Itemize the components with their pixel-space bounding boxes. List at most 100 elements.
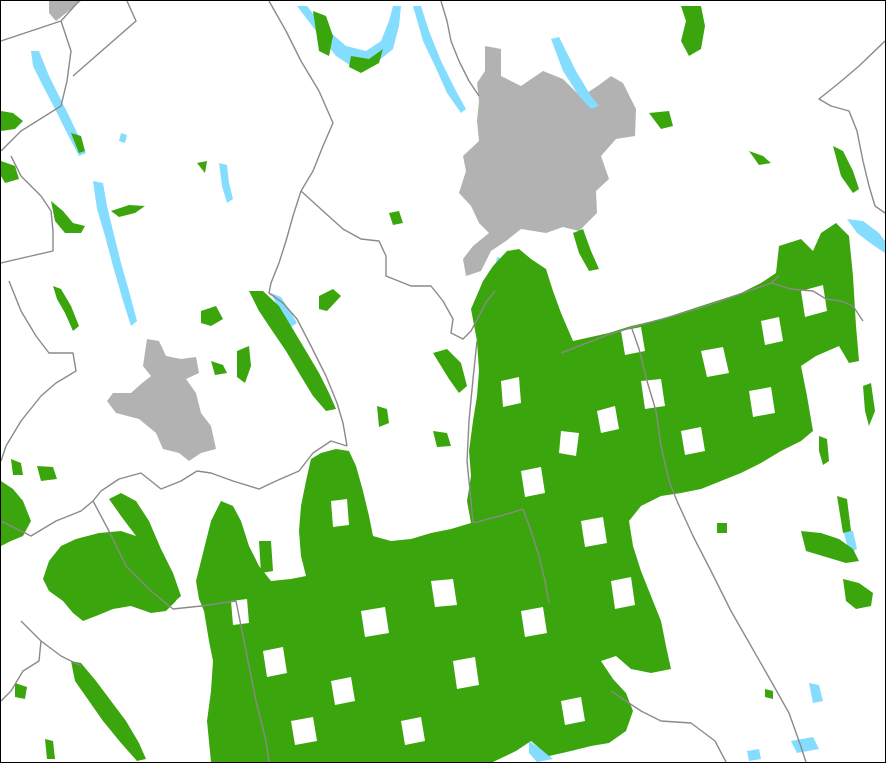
forest-north-4[interactable] (649, 111, 673, 129)
forest-central-strip[interactable] (249, 291, 336, 411)
forest-east-4[interactable] (863, 383, 875, 426)
boundary-nw-2[interactable] (1, 20, 72, 152)
clearing (431, 579, 457, 607)
pond-east-2[interactable] (843, 529, 857, 553)
forest-sw-small[interactable] (15, 683, 27, 699)
forest-west-edge[interactable] (1, 481, 31, 546)
forest-north-6[interactable] (573, 229, 599, 271)
stream-center[interactable] (271, 293, 297, 327)
forest-north-5[interactable] (749, 151, 771, 165)
forest-layer (1, 6, 875, 762)
clearing (263, 647, 287, 677)
forest-mid-6[interactable] (433, 431, 451, 447)
lake-west-2[interactable] (93, 181, 137, 326)
clearing (561, 697, 585, 725)
lake-west-1[interactable] (31, 51, 86, 156)
clearing (559, 431, 579, 456)
forest-mid-9[interactable] (389, 211, 403, 225)
forest-nw-3[interactable] (51, 201, 85, 233)
forest-north-1[interactable] (313, 11, 333, 56)
forest-nw-2[interactable] (1, 161, 19, 183)
forest-mid-10[interactable] (197, 161, 207, 173)
clearing (231, 599, 249, 625)
forest-mid-12[interactable] (259, 541, 273, 573)
forest-east-2[interactable] (843, 579, 873, 609)
forest-north-3[interactable] (681, 6, 705, 56)
forest-mid-1[interactable] (201, 306, 223, 326)
boundary-nw-3[interactable] (72, 1, 137, 77)
clearing (761, 317, 783, 345)
boundary-mid-east[interactable] (472, 508, 550, 604)
forest-mid-11[interactable] (11, 459, 23, 475)
forest-mid-5[interactable] (377, 406, 389, 427)
pond-south-1[interactable] (529, 741, 553, 762)
clearing (501, 377, 521, 407)
river-northeast-2[interactable] (413, 6, 466, 113)
clearing (749, 387, 775, 417)
clearing (453, 657, 479, 689)
clearing (521, 467, 545, 497)
forest-east-small-2[interactable] (765, 689, 773, 699)
lake-west-3[interactable] (219, 163, 233, 203)
boundary-south-mid[interactable] (92, 440, 348, 502)
clearing-layer (231, 285, 827, 745)
pond-east-3[interactable] (747, 749, 761, 761)
clearing (641, 379, 665, 409)
pond-southeast-2[interactable] (791, 737, 819, 753)
boundary-sw-3[interactable] (1, 620, 42, 702)
urban-area-town[interactable] (107, 339, 216, 461)
forest-sw-strip[interactable] (109, 493, 181, 603)
forest-nw-1[interactable] (1, 111, 23, 131)
forest-east-1[interactable] (801, 531, 859, 563)
boundary-west-1[interactable] (1, 155, 54, 264)
clearing (401, 717, 425, 745)
forest-nw-4[interactable] (111, 205, 145, 217)
forest-mid-3[interactable] (237, 346, 251, 383)
boundary-main-ne[interactable] (560, 275, 780, 354)
forest-mid-8[interactable] (37, 466, 57, 481)
clearing (331, 499, 349, 527)
boundary-center-2[interactable] (300, 190, 496, 340)
clearing (291, 717, 317, 745)
boundary-east-2[interactable] (770, 282, 864, 322)
clearing (597, 406, 619, 433)
lake-northeast-1[interactable] (551, 37, 599, 109)
boundary-east-1[interactable] (818, 40, 885, 214)
forest-east-small-1[interactable] (717, 523, 727, 533)
forest-east-6[interactable] (837, 496, 851, 533)
clearing (361, 607, 389, 637)
forest-nw-6[interactable] (71, 133, 85, 153)
boundary-west-2[interactable] (1, 280, 77, 462)
forest-mid-4[interactable] (211, 361, 227, 375)
clearing (331, 677, 355, 705)
boundary-main-diag[interactable] (630, 325, 807, 762)
urban-area-north[interactable] (49, 1, 81, 21)
forest-mid-2[interactable] (319, 289, 341, 311)
clearing (701, 347, 729, 377)
pond-nw-small[interactable] (119, 133, 127, 143)
forest-southwest-block[interactable] (43, 531, 176, 621)
boundary-south-east[interactable] (610, 690, 727, 762)
boundary-central-north[interactable] (440, 1, 480, 97)
urban-area-city-large[interactable] (459, 46, 636, 276)
forest-south-small[interactable] (45, 739, 55, 759)
boundary-center-1[interactable] (268, 1, 348, 447)
forest-east-5[interactable] (819, 436, 829, 465)
boundary-sw-2[interactable] (92, 500, 270, 762)
boundary-center-3[interactable] (466, 340, 478, 524)
forest-east-3[interactable] (833, 146, 859, 193)
river-north[interactable] (297, 6, 401, 69)
forest-south-west-strip[interactable] (71, 661, 146, 761)
pond-southeast-1[interactable] (809, 683, 823, 703)
clearing (521, 607, 547, 637)
lake-east-edge[interactable] (847, 219, 885, 253)
clearing (611, 577, 635, 609)
boundary-sw-1[interactable] (1, 500, 94, 537)
boundary-sw-4[interactable] (40, 640, 82, 667)
forest-mid-7[interactable] (433, 349, 467, 393)
forest-nw-5[interactable] (53, 286, 79, 331)
forest-north-2[interactable] (349, 49, 383, 73)
